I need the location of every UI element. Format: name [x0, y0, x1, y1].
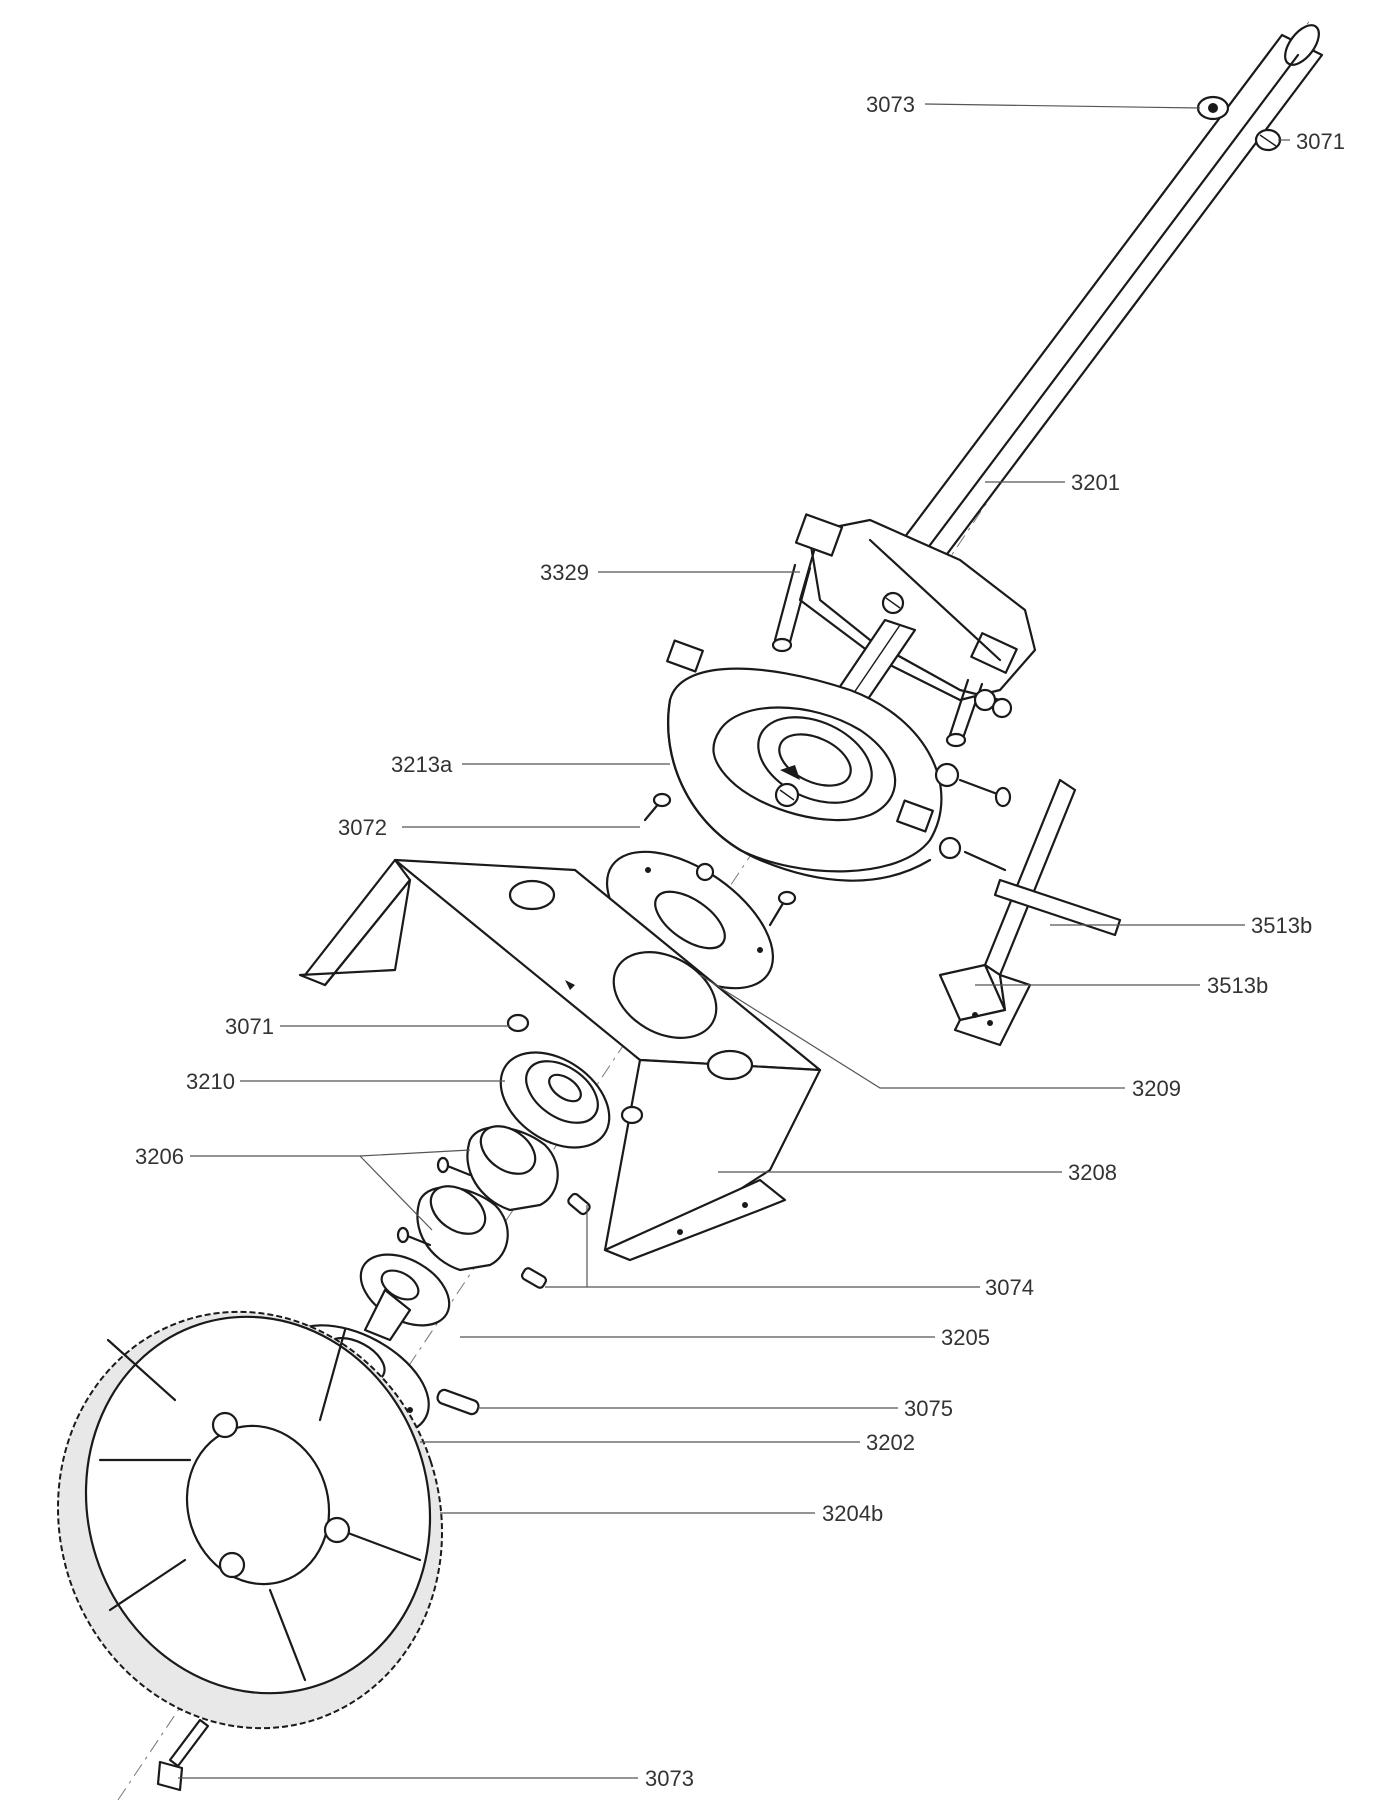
ball-bearing-3210	[499, 1051, 611, 1149]
nut-3071-mid	[506, 1013, 644, 1125]
label-3075: 3075	[904, 1396, 953, 1421]
label-3208: 3208	[1068, 1160, 1117, 1185]
set-screw-3071-top	[1254, 128, 1282, 152]
bracket-3513b	[938, 778, 1077, 1047]
pin-3075	[436, 1388, 480, 1416]
part-labels: 3073 3071 3201 3329 3213a 3072 3513b 351…	[135, 92, 1345, 1791]
label-3513b-upper: 3513b	[1251, 913, 1312, 938]
hub-3205	[359, 1253, 451, 1342]
label-3073-bottom: 3073	[645, 1766, 694, 1791]
ball-link-screws	[934, 762, 1012, 872]
screw-3072	[643, 792, 672, 822]
label-3205: 3205	[941, 1325, 990, 1350]
set-collar-3073-top	[1196, 95, 1230, 121]
swashplate-linkage-3329	[771, 513, 1037, 748]
label-3202: 3202	[866, 1430, 915, 1455]
shaft-3201	[878, 24, 1324, 592]
label-3072: 3072	[338, 815, 387, 840]
label-3213a: 3213a	[391, 752, 453, 777]
label-3073-top: 3073	[866, 92, 915, 117]
label-3210: 3210	[186, 1069, 235, 1094]
screw-3073-bottom	[156, 1718, 210, 1792]
label-3204b: 3204b	[822, 1501, 883, 1526]
label-3071-mid: 3071	[225, 1014, 274, 1039]
rod-3513b	[993, 878, 1122, 937]
spur-gear-3204b	[57, 1310, 443, 1730]
label-3513b-lower: 3513b	[1207, 973, 1268, 998]
coupler-3206-upper	[436, 1125, 559, 1212]
label-3201: 3201	[1071, 470, 1120, 495]
label-3209: 3209	[1132, 1076, 1181, 1101]
label-3206: 3206	[135, 1144, 184, 1169]
frame-bracket-3208	[298, 858, 822, 1262]
coupler-3206-lower	[396, 1185, 509, 1272]
leader-lines	[178, 103, 1290, 1779]
label-3071-top: 3071	[1296, 129, 1345, 154]
label-3329: 3329	[540, 560, 589, 585]
bearing-housing-3213a	[666, 639, 943, 882]
label-3074: 3074	[985, 1275, 1034, 1300]
